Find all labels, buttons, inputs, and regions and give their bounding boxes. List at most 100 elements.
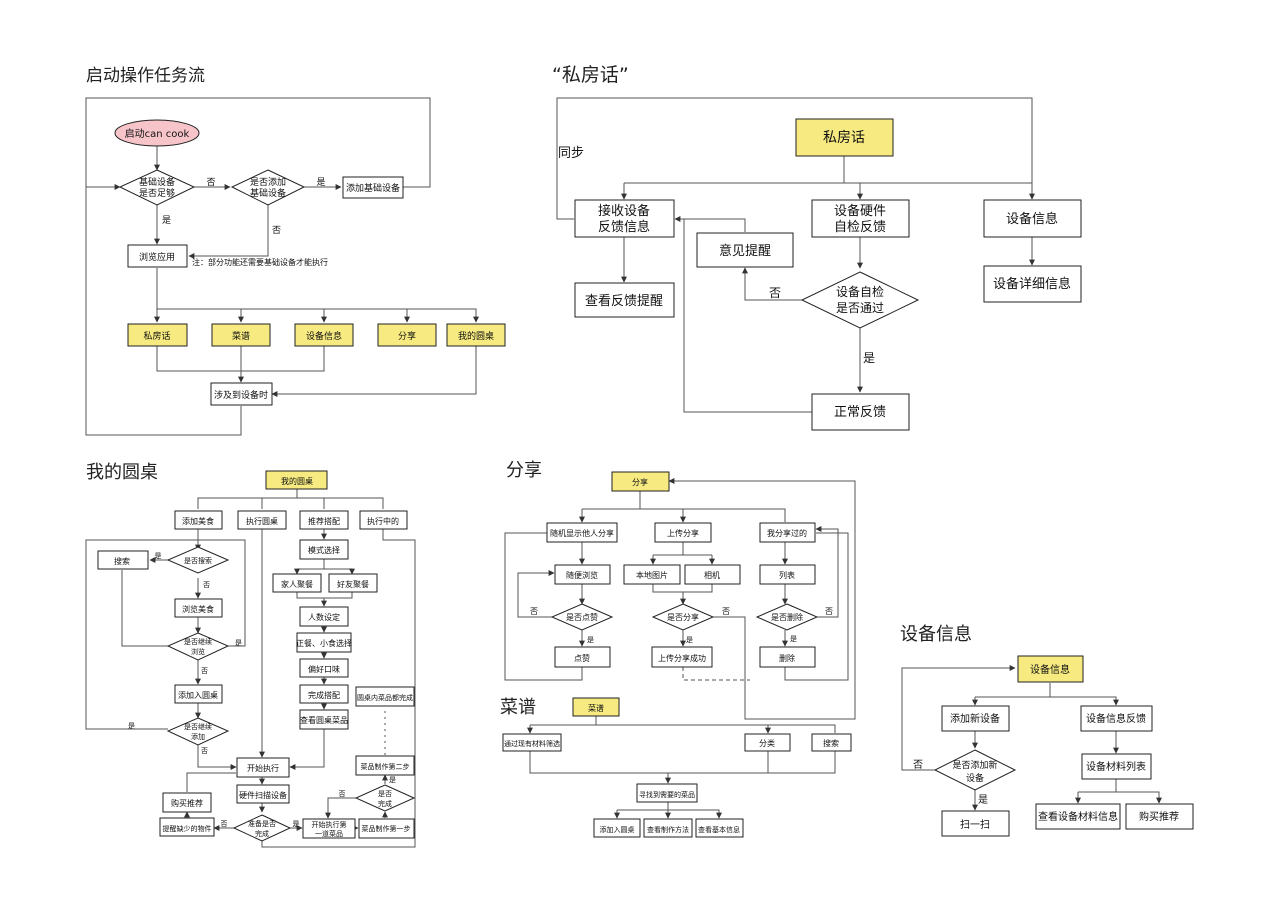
- yes-label: 是: [587, 636, 594, 644]
- add-new-device-box: [941, 705, 1010, 732]
- box-label: 私房话: [823, 130, 865, 146]
- box-label: 完成搭配: [308, 690, 340, 700]
- box-label: 搜索: [114, 556, 130, 566]
- box-label: 浏览美食: [182, 604, 214, 614]
- taste-box: [299, 658, 349, 678]
- local-photo-box: [623, 564, 681, 585]
- done-match-box: [299, 684, 349, 704]
- sync-label: 同步: [558, 146, 584, 161]
- private-talk-flow: 私房话 同步 接收设备 反馈信息 设备硬件 自检反馈 设备信息 查看反馈提醒 意…: [556, 97, 1082, 431]
- yes-label: 是: [128, 722, 135, 730]
- box-label: 菜谱: [588, 703, 604, 713]
- box-label: 家人聚餐: [281, 579, 313, 589]
- box-label: 一道菜品: [315, 829, 343, 838]
- continue-add-decision: [166, 717, 230, 746]
- box-label: 分享: [632, 477, 648, 487]
- basic-device-enough-decision: [118, 169, 196, 206]
- people-box: [299, 606, 349, 627]
- is-search-decision: [166, 546, 230, 574]
- upload-success-box: [651, 646, 713, 668]
- material-list-box: [1081, 753, 1152, 780]
- recipe-root-box: [572, 697, 620, 717]
- receive-feedback-box: [574, 199, 675, 238]
- add-to-table-box: [174, 684, 223, 704]
- decision-label: 是否足够: [139, 188, 175, 199]
- step1-box: [358, 818, 415, 839]
- launch-label: 启动can cook: [125, 127, 190, 140]
- no-label: 否: [913, 759, 923, 771]
- add-basic-device-box: [342, 176, 404, 199]
- title-my-table: 我的圆桌: [86, 462, 158, 483]
- box-label: 好友聚餐: [337, 579, 369, 589]
- box-label: 私房话: [143, 330, 170, 342]
- device-detail-box: [983, 265, 1082, 303]
- decision-label: 完成: [378, 799, 392, 808]
- delete-box: [759, 646, 816, 668]
- tab-device-info: [294, 323, 354, 347]
- all-done-box: [355, 686, 415, 707]
- box-label: 上传分享: [667, 528, 699, 538]
- meal-select-box: [296, 632, 352, 653]
- add-food-box: [174, 510, 223, 530]
- no-label: 否: [272, 225, 281, 236]
- no-label: 否: [722, 607, 730, 616]
- decision-label: 是否继续: [184, 722, 212, 731]
- camera-box: [684, 564, 741, 585]
- box-label: 设备信息: [1030, 663, 1070, 676]
- box-label: 正餐、小食选择: [296, 638, 352, 648]
- box-label: 设备信息反馈: [1086, 712, 1146, 725]
- box-label: 相机: [704, 570, 720, 580]
- box-label: 反馈信息: [598, 219, 650, 235]
- title-share: 分享: [506, 460, 542, 481]
- no-label: 否: [339, 790, 346, 798]
- box-label: 搜索: [823, 738, 839, 748]
- like-decision: [550, 603, 614, 631]
- box-label: 自检反馈: [834, 220, 886, 235]
- continue-browse-decision: [166, 632, 230, 661]
- recipe-search-box: [811, 733, 852, 752]
- start-exec-box: [236, 757, 290, 778]
- private-root-box: [795, 118, 894, 157]
- box-label: 分类: [759, 738, 775, 748]
- yes-label: 是: [235, 639, 242, 647]
- box-label: 开始执行第: [312, 820, 347, 829]
- box-label: 我分享过的: [767, 528, 807, 538]
- no-label: 否: [825, 607, 833, 616]
- yes-label: 是: [389, 776, 396, 784]
- box-label: 查看制作方法: [647, 825, 689, 834]
- device-feedback-box: [1080, 705, 1153, 732]
- box-label: 人数设定: [308, 612, 340, 622]
- box-label: 上传分享成功: [658, 653, 706, 663]
- browse-app-box: [127, 244, 188, 268]
- box-label: 扫一扫: [960, 818, 990, 831]
- box-label: 设备信息: [306, 330, 342, 342]
- title-recipe: 菜谱: [500, 697, 536, 718]
- category-box: [744, 733, 791, 752]
- decision-label: 是否分享: [667, 612, 699, 622]
- decision-label: 是否添加新: [952, 759, 997, 771]
- executing-box: [359, 510, 408, 530]
- is-done-decision: [354, 784, 416, 812]
- scan-device-box: [236, 784, 290, 804]
- decision-label: 基础设备: [250, 187, 286, 199]
- box-label: 添加入圆桌: [178, 690, 218, 700]
- title-private-talk: “私房话”: [552, 64, 629, 86]
- yes-label: 是: [316, 177, 325, 188]
- decision-label: 是否: [378, 790, 392, 798]
- decision-label: 是否搜索: [184, 556, 212, 565]
- recommend-box: [299, 510, 349, 530]
- title-device-info: 设备信息: [900, 624, 972, 645]
- decision-label: 完成: [255, 829, 269, 838]
- decision-label: 基础设备: [139, 176, 175, 188]
- box-label: 列表: [779, 570, 795, 580]
- box-label: 菜品制作第二步: [361, 762, 410, 771]
- yes-label: 是: [790, 635, 797, 643]
- box-label: 设备详细信息: [993, 276, 1071, 292]
- decision-label: 是否添加: [250, 177, 286, 188]
- tab-my-table: [446, 323, 506, 347]
- device-info-flow: 设备信息 添加新设备 设备信息反馈 是否添加新 设备 否 是 设备材料列表 扫一…: [901, 655, 1194, 837]
- step2-box: [355, 755, 415, 776]
- box-label: 查看设备材料信息: [1038, 810, 1118, 823]
- view-feedback-box: [574, 282, 675, 318]
- share-root-box: [611, 471, 670, 492]
